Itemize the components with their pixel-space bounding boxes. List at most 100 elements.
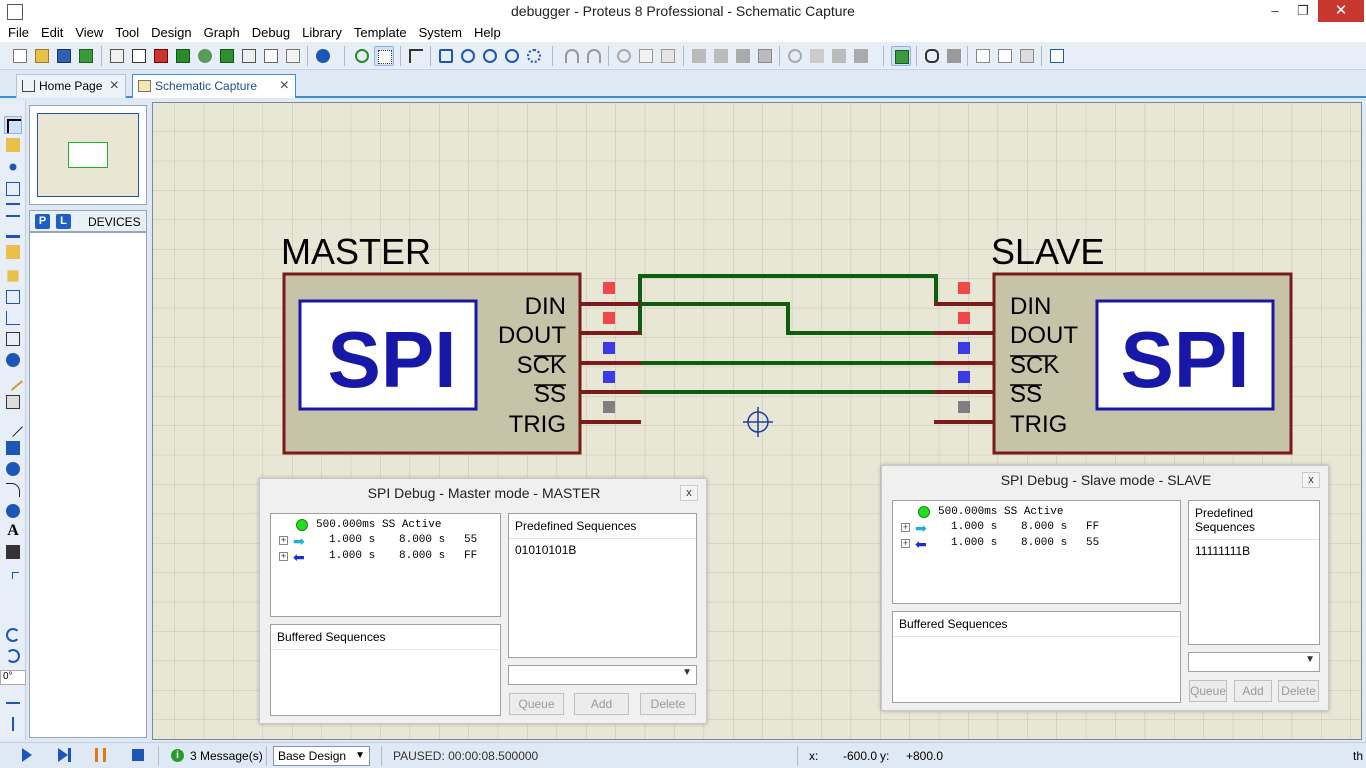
pause-icon[interactable] bbox=[95, 748, 106, 762]
new-file-icon[interactable] bbox=[10, 46, 30, 66]
make-device-icon[interactable] bbox=[807, 46, 827, 66]
arc-mode-icon[interactable] bbox=[4, 481, 22, 499]
close-icon[interactable]: × bbox=[109, 77, 119, 94]
zoom-all-icon[interactable] bbox=[502, 46, 522, 66]
pan-icon[interactable] bbox=[436, 46, 456, 66]
overview-viewport[interactable] bbox=[68, 142, 108, 168]
slave-sequence-tree[interactable]: 500.000ms SS Active + ➡ 1.000 s 8.000 s … bbox=[892, 500, 1181, 604]
undo-icon[interactable] bbox=[562, 46, 582, 66]
line-mode-icon[interactable] bbox=[3, 417, 23, 437]
master-queue-button[interactable]: Queue bbox=[509, 693, 564, 715]
marker-mode-icon[interactable] bbox=[4, 564, 22, 582]
design-variant-select[interactable]: Base Design ▼ bbox=[273, 746, 370, 766]
menu-help[interactable]: Help bbox=[473, 25, 501, 40]
slave-predefined-sequences[interactable]: Predefined Sequences 11111111B bbox=[1188, 500, 1320, 645]
block-delete-icon[interactable] bbox=[755, 46, 775, 66]
menu-template[interactable]: Template bbox=[353, 25, 407, 40]
library-manager-button[interactable]: L bbox=[56, 214, 71, 229]
save-icon[interactable] bbox=[54, 46, 74, 66]
help-icon[interactable] bbox=[313, 46, 333, 66]
grid-toggle-icon[interactable] bbox=[374, 46, 394, 66]
overview-window[interactable] bbox=[29, 105, 147, 205]
menu-view[interactable]: View bbox=[75, 25, 104, 40]
open-folder-icon[interactable] bbox=[32, 46, 52, 66]
master-debug-window[interactable]: SPI Debug - Master mode - MASTER x 500.0… bbox=[259, 478, 707, 724]
rotation-angle-field[interactable]: 0° bbox=[0, 670, 26, 685]
schematic-icon[interactable] bbox=[129, 46, 149, 66]
pick-device-icon[interactable] bbox=[785, 46, 805, 66]
app-icon[interactable] bbox=[7, 4, 23, 20]
box-mode-icon[interactable] bbox=[4, 439, 22, 457]
block-move-icon[interactable] bbox=[711, 46, 731, 66]
master-sequence-tree[interactable]: 500.000ms SS Active + ➡ 1.000 s 8.000 s … bbox=[270, 513, 501, 617]
paste-icon[interactable] bbox=[658, 46, 678, 66]
new-sheet-icon[interactable] bbox=[973, 46, 993, 66]
master-add-button[interactable]: Add bbox=[574, 693, 629, 715]
path-mode-icon[interactable] bbox=[4, 502, 22, 520]
generator-mode-icon[interactable] bbox=[4, 351, 22, 369]
selection-mode-icon[interactable] bbox=[4, 116, 22, 134]
pick-devices-button[interactable]: P bbox=[35, 214, 50, 229]
origin-icon[interactable] bbox=[406, 46, 426, 66]
tab-home-page[interactable]: Home Page × bbox=[16, 74, 126, 98]
slave-debug-window[interactable]: SPI Debug - Slave mode - SLAVE x 500.000… bbox=[881, 465, 1329, 711]
virtual-instruments-icon[interactable] bbox=[4, 393, 22, 411]
home-icon[interactable] bbox=[107, 46, 127, 66]
source-code-icon[interactable] bbox=[239, 46, 259, 66]
tab-schematic-capture[interactable]: Schematic Capture × bbox=[132, 74, 296, 98]
gerber-icon[interactable] bbox=[173, 46, 193, 66]
text-mode-icon[interactable]: A bbox=[7, 522, 19, 539]
messages-count[interactable]: 3 Message(s) bbox=[190, 749, 263, 763]
exit-to-parent-icon[interactable] bbox=[1017, 46, 1037, 66]
electrical-rule-check-icon[interactable] bbox=[1047, 46, 1067, 66]
packaging-tool-icon[interactable] bbox=[829, 46, 849, 66]
minimize-button[interactable]: ‒ bbox=[1271, 3, 1279, 18]
expand-icon[interactable]: + bbox=[901, 538, 910, 548]
mirror-vertical-icon[interactable] bbox=[4, 715, 22, 733]
rotate-clockwise-icon[interactable] bbox=[4, 626, 22, 644]
zoom-area-icon[interactable] bbox=[524, 46, 544, 66]
predefined-item[interactable]: 01010101B bbox=[515, 543, 577, 557]
zoom-in-icon[interactable] bbox=[458, 46, 478, 66]
master-debug-close-button[interactable]: x bbox=[680, 485, 698, 501]
mirror-horizontal-icon[interactable] bbox=[4, 694, 22, 712]
menu-debug[interactable]: Debug bbox=[251, 25, 291, 40]
block-copy-icon[interactable] bbox=[689, 46, 709, 66]
wire-label-mode-icon[interactable] bbox=[4, 180, 22, 198]
info-icon[interactable]: i bbox=[171, 749, 184, 762]
bus-mode-icon[interactable] bbox=[4, 222, 22, 240]
subcircuit-mode-icon[interactable] bbox=[4, 243, 22, 261]
symbol-mode-icon[interactable] bbox=[4, 543, 22, 561]
menu-system[interactable]: System bbox=[418, 25, 462, 40]
slave-buffered-sequences[interactable]: Buffered Sequences bbox=[892, 611, 1181, 703]
master-delete-button[interactable]: Delete bbox=[640, 693, 696, 715]
device-pins-mode-icon[interactable] bbox=[4, 288, 22, 306]
slave-queue-button[interactable]: Queue bbox=[1189, 680, 1227, 702]
master-sequence-combo[interactable]: ▼ bbox=[508, 665, 697, 685]
menu-edit[interactable]: Edit bbox=[40, 25, 64, 40]
slave-component[interactable]: SLAVE SPI DIN DOUT SCK SS TRIG bbox=[934, 231, 1293, 455]
expand-icon[interactable]: + bbox=[279, 535, 288, 545]
refresh-icon[interactable] bbox=[352, 46, 372, 66]
tape-recorder-mode-icon[interactable] bbox=[4, 330, 22, 348]
bom-icon[interactable] bbox=[217, 46, 237, 66]
wire-autorouter-icon[interactable] bbox=[891, 46, 911, 66]
graph-mode-icon[interactable] bbox=[4, 309, 22, 327]
voltage-probe-icon[interactable] bbox=[3, 371, 23, 391]
circle-mode-icon[interactable] bbox=[4, 460, 22, 478]
junction-mode-icon[interactable] bbox=[4, 158, 22, 176]
property-tool-icon[interactable] bbox=[944, 46, 964, 66]
slave-sequence-combo[interactable]: ▼ bbox=[1188, 652, 1320, 672]
close-icon[interactable]: × bbox=[279, 77, 289, 94]
wire-din-dout[interactable] bbox=[609, 302, 963, 335]
device-list[interactable] bbox=[29, 232, 147, 738]
menu-tool[interactable]: Tool bbox=[115, 25, 140, 40]
master-component[interactable]: MASTER SPI DIN DOUT SCK SS TRIG bbox=[281, 231, 641, 455]
menu-library[interactable]: Library bbox=[302, 25, 342, 40]
decompose-icon[interactable] bbox=[851, 46, 871, 66]
pcb-icon[interactable] bbox=[151, 46, 171, 66]
import-icon[interactable] bbox=[76, 46, 96, 66]
text-script-mode-icon[interactable] bbox=[4, 201, 22, 219]
terminals-mode-icon[interactable] bbox=[4, 267, 22, 285]
master-buffered-sequences[interactable]: Buffered Sequences bbox=[270, 624, 501, 716]
